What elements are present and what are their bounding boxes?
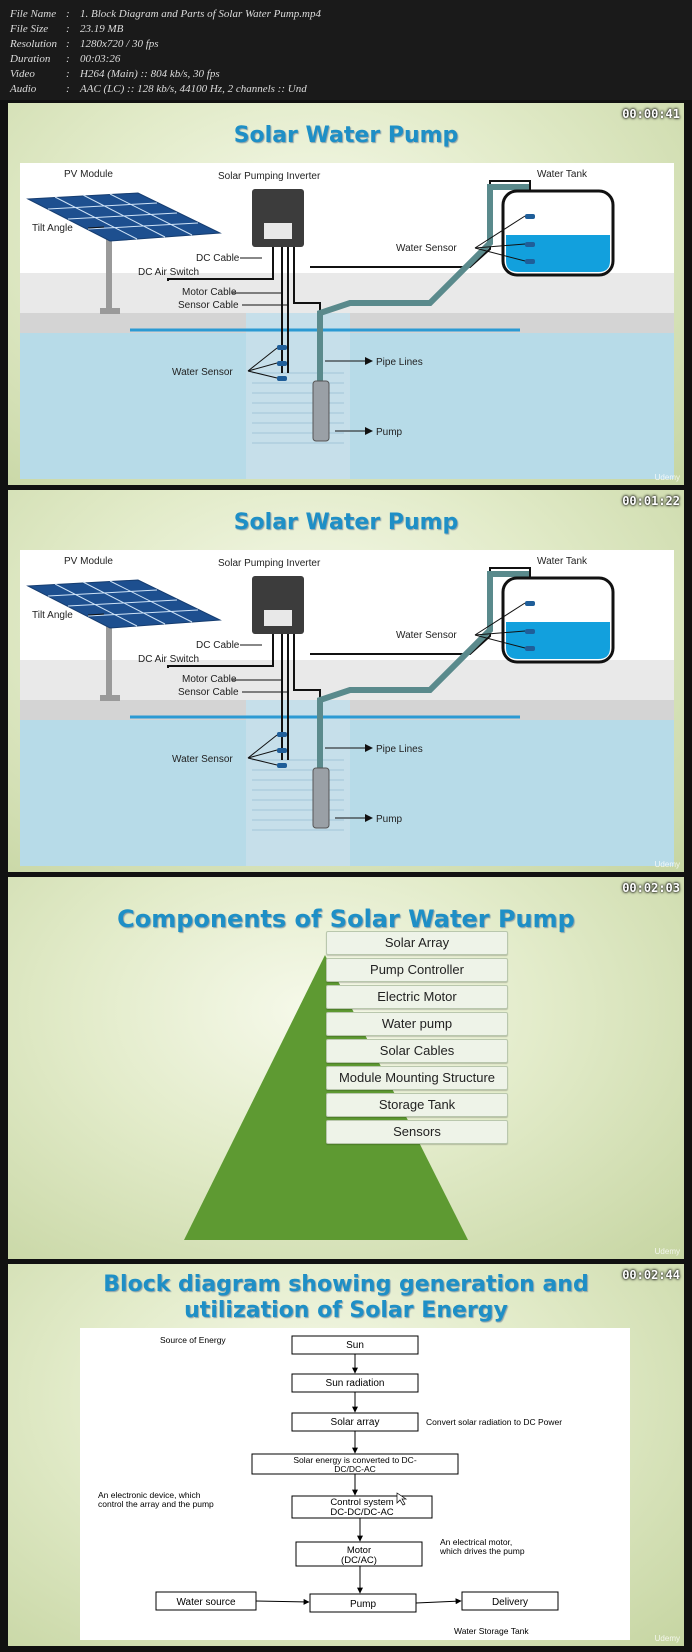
pump-label: Pump xyxy=(376,814,403,825)
slide-title: Solar Water Pump xyxy=(233,510,459,535)
video-frame-1: Solar Water Pump xyxy=(8,103,684,485)
pipe-lines-label: Pipe Lines xyxy=(376,357,423,368)
pv-module-label: PV Module xyxy=(64,169,113,180)
pump-label: Pump xyxy=(376,427,403,438)
water-sensor-label: Water Sensor xyxy=(172,367,233,378)
tilt-angle-label: Tilt Angle xyxy=(32,610,73,621)
meta-row-resolution: Resolution:1280x720 / 30 fps xyxy=(10,38,159,50)
video-frame-4: Block diagram showing generation and uti… xyxy=(8,1264,684,1646)
motor-note-label-2: which drives the pump xyxy=(439,1546,525,1556)
conversion-label-2: DC/DC-AC xyxy=(334,1464,376,1474)
component-item: Sensors xyxy=(326,1120,508,1144)
water-source-label: Water source xyxy=(176,1597,236,1608)
meta-row-video: Video:H264 (Main) :: 804 kb/s, 30 fps xyxy=(10,68,220,80)
udemy-watermark: Udemy xyxy=(654,1247,680,1256)
slide-title: Block diagram showing generation and xyxy=(103,1272,589,1297)
meta-row-filename: File Name:1. Block Diagram and Parts of … xyxy=(10,8,321,20)
electronic-device-label-2: control the array and the pump xyxy=(98,1499,214,1509)
component-item: Solar Cables xyxy=(326,1039,508,1063)
control-system-label-2: DC-DC/DC-AC xyxy=(330,1507,393,1518)
component-item: Storage Tank xyxy=(326,1093,508,1117)
inverter-label: Solar Pumping Inverter xyxy=(218,558,321,569)
slide-title: Components of Solar Water Pump xyxy=(117,905,575,933)
sun-label: Sun xyxy=(346,1340,364,1351)
meta-row-filesize: File Size:23.19 MB xyxy=(10,23,124,35)
solar-array-label: Solar array xyxy=(331,1417,380,1428)
sun-radiation-label: Sun radiation xyxy=(326,1378,385,1389)
motor-note-label-1: An electrical motor, xyxy=(440,1537,512,1547)
sensor-cable-label: Sensor Cable xyxy=(178,687,239,698)
water-tank-label: Water Tank xyxy=(537,169,588,180)
component-item: Pump Controller xyxy=(326,958,508,982)
mouse-cursor-icon xyxy=(396,1492,408,1506)
component-item: Solar Array xyxy=(326,931,508,955)
tilt-angle-label: Tilt Angle xyxy=(32,223,73,234)
pump-label: Pump xyxy=(350,1599,377,1610)
component-item: Electric Motor xyxy=(326,985,508,1009)
motor-box xyxy=(295,1541,423,1567)
dc-cable-label: DC Cable xyxy=(196,640,240,651)
control-system-box xyxy=(291,1495,433,1519)
block-diagram: Source of Energy Sun Sun radiation Solar… xyxy=(98,1335,562,1636)
control-system-label-1: Control system xyxy=(330,1497,393,1508)
component-item: Water pump xyxy=(326,1012,508,1036)
pump-diagram-panel: PV Module Solar Pumping Inverter Water T… xyxy=(20,163,674,479)
video-metadata: File Name:1. Block Diagram and Parts of … xyxy=(0,0,692,100)
delivery-label: Delivery xyxy=(492,1597,528,1608)
motor-label-1: Motor xyxy=(347,1545,371,1556)
dc-air-switch-label: DC Air Switch xyxy=(138,267,199,278)
conversion-label-1: Solar energy is converted to DC- xyxy=(293,1455,416,1465)
block-diagram-panel: Source of Energy Sun Sun radiation Solar… xyxy=(80,1328,630,1640)
video-frame-3: Components of Solar Water Pump Solar Arr… xyxy=(8,877,684,1259)
meta-row-duration: Duration:00:03:26 xyxy=(10,53,121,65)
motor-cable-label: Motor Cable xyxy=(182,674,237,685)
delivery-box xyxy=(461,1591,559,1611)
convert-note-label: Convert solar radiation to DC Power xyxy=(426,1417,562,1427)
water-sensor-label: Water Sensor xyxy=(396,630,457,641)
timestamp: 00:00:41 xyxy=(622,107,680,121)
water-storage-tank-label: Water Storage Tank xyxy=(454,1626,529,1636)
water-sensor-label: Water Sensor xyxy=(396,243,457,254)
udemy-watermark: Udemy xyxy=(654,860,680,869)
motor-cable-label: Motor Cable xyxy=(182,287,237,298)
slide-title-line2: utilization of Solar Energy xyxy=(184,1298,508,1323)
pv-module-label: PV Module xyxy=(64,556,113,567)
sensor-cable-label: Sensor Cable xyxy=(178,300,239,311)
inverter-label: Solar Pumping Inverter xyxy=(218,171,321,182)
pipe-lines-label: Pipe Lines xyxy=(376,744,423,755)
water-tank-label: Water Tank xyxy=(537,556,588,567)
electronic-device-label-1: An electronic device, which xyxy=(98,1490,201,1500)
source-of-energy-label: Source of Energy xyxy=(160,1335,226,1345)
water-sensor-label: Water Sensor xyxy=(172,754,233,765)
timestamp: 00:01:22 xyxy=(622,494,680,508)
video-frame-2: Solar Water Pump xyxy=(8,490,684,872)
motor-label-2: (DC/AC) xyxy=(341,1555,377,1566)
solar-pump-diagram: PV Module Solar Pumping Inverter Water T… xyxy=(20,556,674,866)
component-item: Module Mounting Structure xyxy=(326,1066,508,1090)
timestamp: 00:02:03 xyxy=(622,881,680,895)
dc-air-switch-label: DC Air Switch xyxy=(138,654,199,665)
udemy-watermark: Udemy xyxy=(654,473,680,482)
meta-row-audio: Audio:AAC (LC) :: 128 kb/s, 44100 Hz, 2 … xyxy=(10,83,307,95)
timestamp: 00:02:44 xyxy=(622,1268,680,1282)
udemy-watermark: Udemy xyxy=(654,1634,680,1643)
solar-pump-diagram: PV Module Solar Pumping Inverter Water T… xyxy=(20,169,674,479)
pump-diagram-panel: PV Module Solar Pumping Inverter Water T… xyxy=(20,550,674,866)
slide-title: Solar Water Pump xyxy=(233,123,459,148)
dc-cable-label: DC Cable xyxy=(196,253,240,264)
